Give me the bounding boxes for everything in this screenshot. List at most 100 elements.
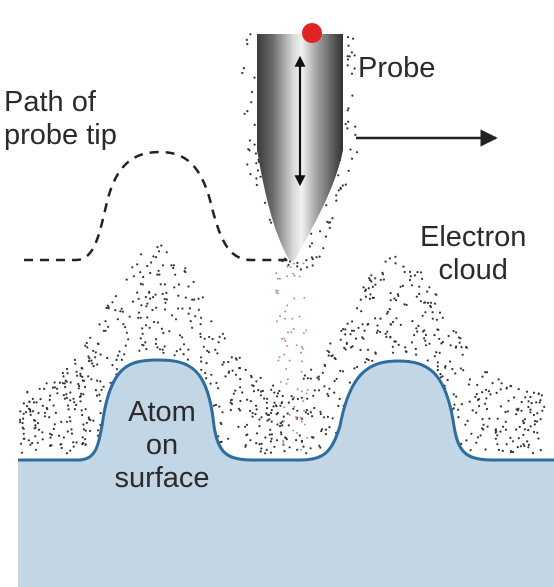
electron-dot <box>499 388 502 391</box>
electron-dot <box>368 279 372 282</box>
electron-dot <box>386 310 390 313</box>
electron-dot <box>251 411 254 415</box>
electron-dot <box>346 64 349 67</box>
electron-dot <box>39 398 42 401</box>
electron-dot <box>145 305 148 308</box>
electron-dot <box>19 421 22 424</box>
electron-dot <box>475 411 478 414</box>
electron-dot <box>344 123 347 126</box>
electron-dot <box>339 369 342 372</box>
tunneling-dot <box>300 360 303 363</box>
electron-dot <box>368 277 371 280</box>
electron-dot <box>140 304 143 307</box>
electron-dot <box>439 376 442 379</box>
electron-dot <box>370 280 373 283</box>
electron-dot <box>391 345 394 348</box>
electron-dot <box>525 390 529 393</box>
electron-dot <box>331 417 334 420</box>
electron-dot <box>436 369 439 372</box>
electron-dot <box>319 230 322 233</box>
electron-dot <box>410 341 413 344</box>
electron-dot <box>41 404 44 407</box>
tunneling-dot <box>295 415 297 418</box>
electron-dot <box>98 323 101 326</box>
electron-dot <box>203 337 206 340</box>
tunneling-dot <box>288 359 291 362</box>
electron-dot <box>137 311 141 314</box>
electron-dot <box>424 344 428 347</box>
electron-dot <box>424 339 427 342</box>
electron-dot <box>244 444 247 447</box>
electron-dot <box>302 377 305 380</box>
tunneling-dot <box>288 413 291 416</box>
electron-dot <box>306 397 309 400</box>
electron-dot <box>161 292 164 295</box>
electron-dot <box>123 353 126 356</box>
electron-dot <box>315 256 318 259</box>
electron-dot <box>106 304 109 307</box>
electron-dot <box>168 330 171 333</box>
electron-dot <box>279 422 282 425</box>
electron-dot <box>457 336 460 339</box>
electron-dot <box>441 316 444 319</box>
tunneling-dot <box>282 439 285 442</box>
electron-dot <box>211 337 214 341</box>
electron-dot <box>34 424 37 427</box>
electron-dot <box>421 314 424 317</box>
electron-dot <box>253 143 256 146</box>
electron-dot <box>286 412 289 415</box>
electron-dot <box>311 264 314 267</box>
electron-dot <box>362 337 365 340</box>
electron-dot <box>200 360 203 363</box>
electron-dot <box>305 259 308 262</box>
electron-dot <box>389 335 392 338</box>
electron-dot <box>255 177 258 180</box>
electron-dot <box>346 127 349 130</box>
electron-dot <box>77 382 80 386</box>
tunneling-dot <box>293 405 296 408</box>
electron-dot <box>367 358 370 362</box>
electron-dot <box>361 323 364 326</box>
electron-dot <box>187 348 190 351</box>
electron-dot <box>109 381 112 384</box>
electron-dot <box>199 335 202 339</box>
electron-dot <box>256 169 259 172</box>
tunneling-dot <box>306 436 309 439</box>
electron-dot <box>247 148 250 151</box>
electron-dot <box>429 305 432 309</box>
electron-dot <box>111 364 114 367</box>
electron-dot <box>255 432 259 435</box>
electron-dot <box>485 407 489 411</box>
electron-dot <box>148 291 151 294</box>
electron-dot <box>517 388 520 391</box>
electron-dot <box>214 403 218 406</box>
electron-dot <box>539 399 542 402</box>
electron-dot <box>270 437 273 440</box>
electron-dot <box>79 372 82 375</box>
electron-dot <box>99 353 102 356</box>
electron-dot <box>99 399 102 403</box>
electron-dot <box>84 443 87 446</box>
electron-dot <box>116 318 119 321</box>
electron-dot <box>397 294 400 297</box>
electron-dot <box>154 256 158 259</box>
electron-dot <box>509 436 512 439</box>
electron-dot <box>536 431 539 434</box>
electron-dot <box>506 410 509 413</box>
electron-dot <box>202 345 205 348</box>
electron-dot <box>421 277 424 280</box>
electron-dot <box>394 255 397 258</box>
electron-dot <box>81 375 84 378</box>
tunneling-dot <box>292 272 295 275</box>
electron-dot <box>516 446 519 449</box>
electron-dot <box>328 221 332 224</box>
electron-dot <box>159 283 162 286</box>
electron-cloud-label: Electron cloud <box>420 221 526 287</box>
electron-dot <box>522 433 525 436</box>
electron-dot <box>382 278 385 281</box>
tunneling-dot <box>300 448 303 451</box>
electron-dot <box>120 307 123 310</box>
electron-dot <box>246 433 249 436</box>
electron-dot <box>49 432 52 435</box>
path-label-line-1: Path of <box>4 86 96 118</box>
